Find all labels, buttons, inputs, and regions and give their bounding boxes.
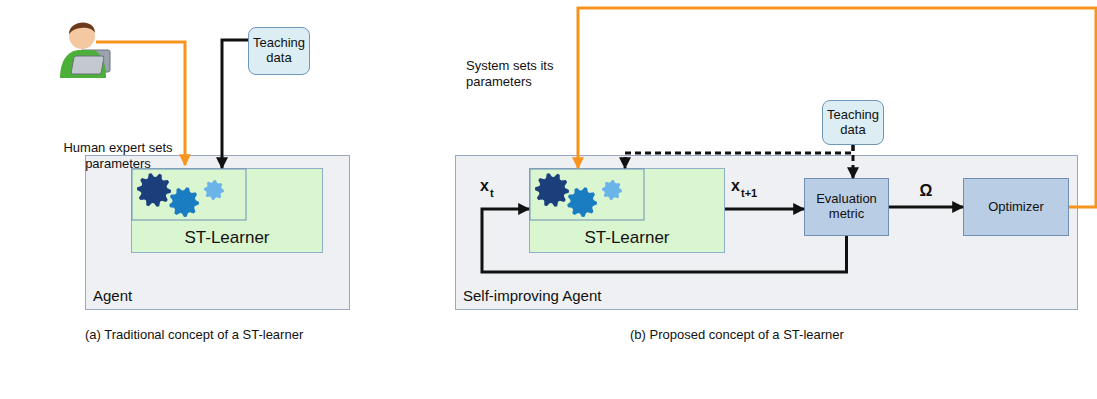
subcaption: (b) Proposed concept of a ST-learner: [630, 327, 950, 343]
connector: [725, 208, 804, 211]
gear-illustration: [530, 169, 646, 222]
laptop-screen: [71, 56, 104, 74]
gear: [169, 187, 199, 217]
data-box: Teaching data: [822, 100, 884, 145]
gear: [137, 173, 171, 207]
connector: [482, 209, 847, 272]
node-text: ST-Learner: [584, 228, 669, 248]
learner-box: ST-Learner: [529, 168, 725, 253]
optimizer-box: Optimizer: [963, 178, 1069, 236]
head: [69, 23, 95, 49]
label-holder: (b) Proposed concept of a ST-learner: [630, 327, 950, 343]
connector: [889, 206, 963, 209]
node-text: Evaluation metric: [808, 192, 885, 222]
annotation: System sets its parameters: [466, 58, 578, 89]
connector: [222, 40, 248, 168]
label-holder: t+1: [741, 187, 771, 200]
connector: [625, 145, 853, 168]
signal-subscript: t: [490, 187, 504, 200]
laptop: [80, 50, 110, 72]
subcaption: (a) Traditional concept of a ST-learner: [85, 327, 335, 343]
annotation: Human expert sets parameters: [56, 140, 180, 171]
parameter-box: [530, 169, 644, 220]
agent-box: Agent ST-Learner: [85, 155, 350, 310]
connector: [578, 8, 1096, 207]
node-text: ST-Learner: [184, 228, 269, 248]
body: [60, 50, 106, 78]
label-holder: (a) Traditional concept of a ST-learner: [85, 327, 335, 343]
signal-subscript: t+1: [741, 187, 771, 200]
gear: [204, 180, 224, 200]
data-box: Teaching data: [248, 27, 310, 75]
edge-label: Ω: [912, 181, 940, 200]
label-holder: Ω: [912, 181, 940, 200]
gear: [535, 173, 569, 207]
gear-illustration: [132, 169, 248, 222]
label-holder: Human expert sets parameters: [56, 140, 180, 171]
human-expert-icon: [60, 23, 110, 78]
gear: [567, 187, 597, 217]
gear: [602, 180, 622, 200]
node-text: Optimizer: [988, 200, 1044, 215]
hair: [69, 23, 95, 34]
parameter-box: [132, 169, 246, 220]
label-holder: System sets its parameters: [466, 58, 578, 89]
learner-box: ST-Learner: [131, 168, 323, 253]
node-text: Teaching data: [252, 36, 306, 66]
node-text: Agent: [93, 287, 132, 304]
metric-box: Evaluation metric: [804, 178, 889, 236]
node-text: Teaching data: [826, 108, 880, 138]
label-holder: t: [490, 187, 504, 200]
connector: [852, 145, 855, 178]
agent-box: Self-improving Agent ST-Learner Evaluation…: [455, 155, 1078, 310]
node-text: Self-improving Agent: [463, 287, 601, 304]
